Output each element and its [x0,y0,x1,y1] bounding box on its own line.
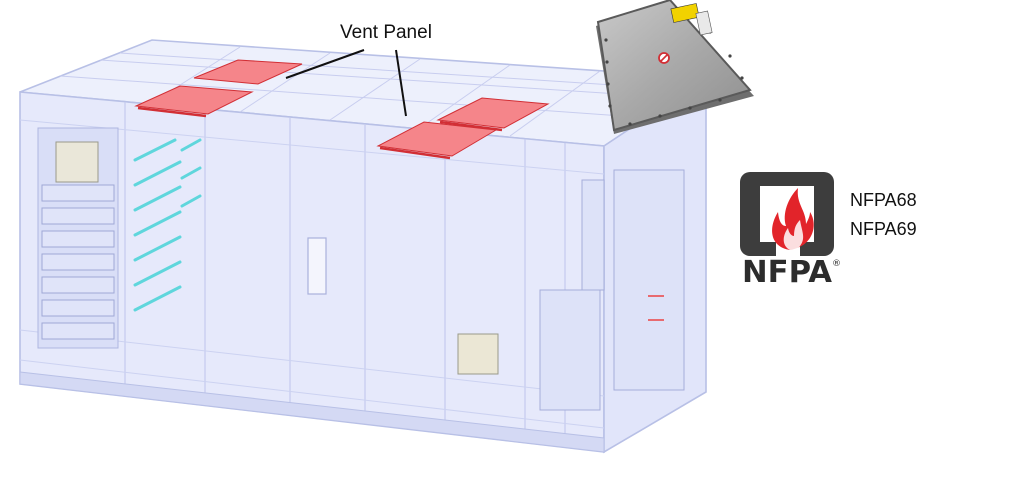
front-divisions [124,102,566,447]
roof-ribs [59,46,691,137]
vent-panel-4 [376,121,498,157]
vent-panel-1 [193,59,303,85]
container-base [19,371,605,453]
warning-label-icon [670,3,713,36]
vent-panel-2 [134,85,254,115]
control-box [55,141,99,183]
door-handle [307,237,327,295]
battery-rack-left [37,127,119,349]
no-entry-icon [658,52,670,64]
standard-nfpa68: NFPA68 [850,190,917,210]
vent-panel-photo [596,0,754,134]
access-panel [457,333,499,375]
flame-icon [772,188,814,250]
registered-mark: ® [832,259,841,269]
nfpa-logo-text: NFPA [742,255,833,290]
vent-panel-label: Vent Panel [340,22,432,43]
battery-container [19,39,709,454]
nfpa-logo: NFPA ® [740,172,841,290]
standard-nfpa69: NFPA69 [850,219,917,239]
rack-indicators [133,138,202,312]
vent-panels [134,59,550,160]
end-equipment [539,169,685,411]
vent-panel-3 [436,97,550,129]
callout-lines [285,49,407,117]
